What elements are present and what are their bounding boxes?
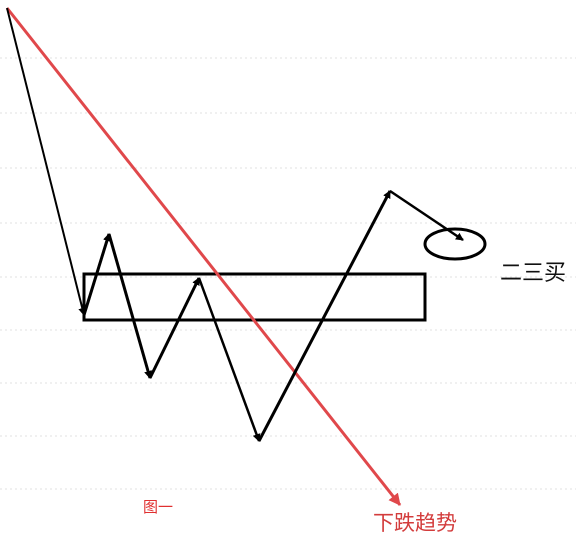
price-zigzag	[6, 7, 464, 442]
zigzag-segment	[82, 233, 111, 316]
buy-point-circle	[423, 227, 487, 261]
zigzag-segment	[389, 189, 464, 242]
grid-lines	[0, 57, 576, 490]
zigzag-segment	[107, 233, 152, 379]
second-third-buy-label: 二三买	[500, 261, 567, 286]
figure-caption: 图一	[143, 498, 174, 516]
zigzag-segment	[197, 277, 261, 442]
zigzag-segment	[257, 190, 392, 442]
zigzag-segment	[148, 277, 201, 379]
down-trend-label: 下跌趋势	[373, 511, 457, 535]
down-trend-arrow	[5, 7, 402, 506]
pivot-box	[82, 272, 427, 322]
zigzag-segment	[6, 7, 87, 316]
